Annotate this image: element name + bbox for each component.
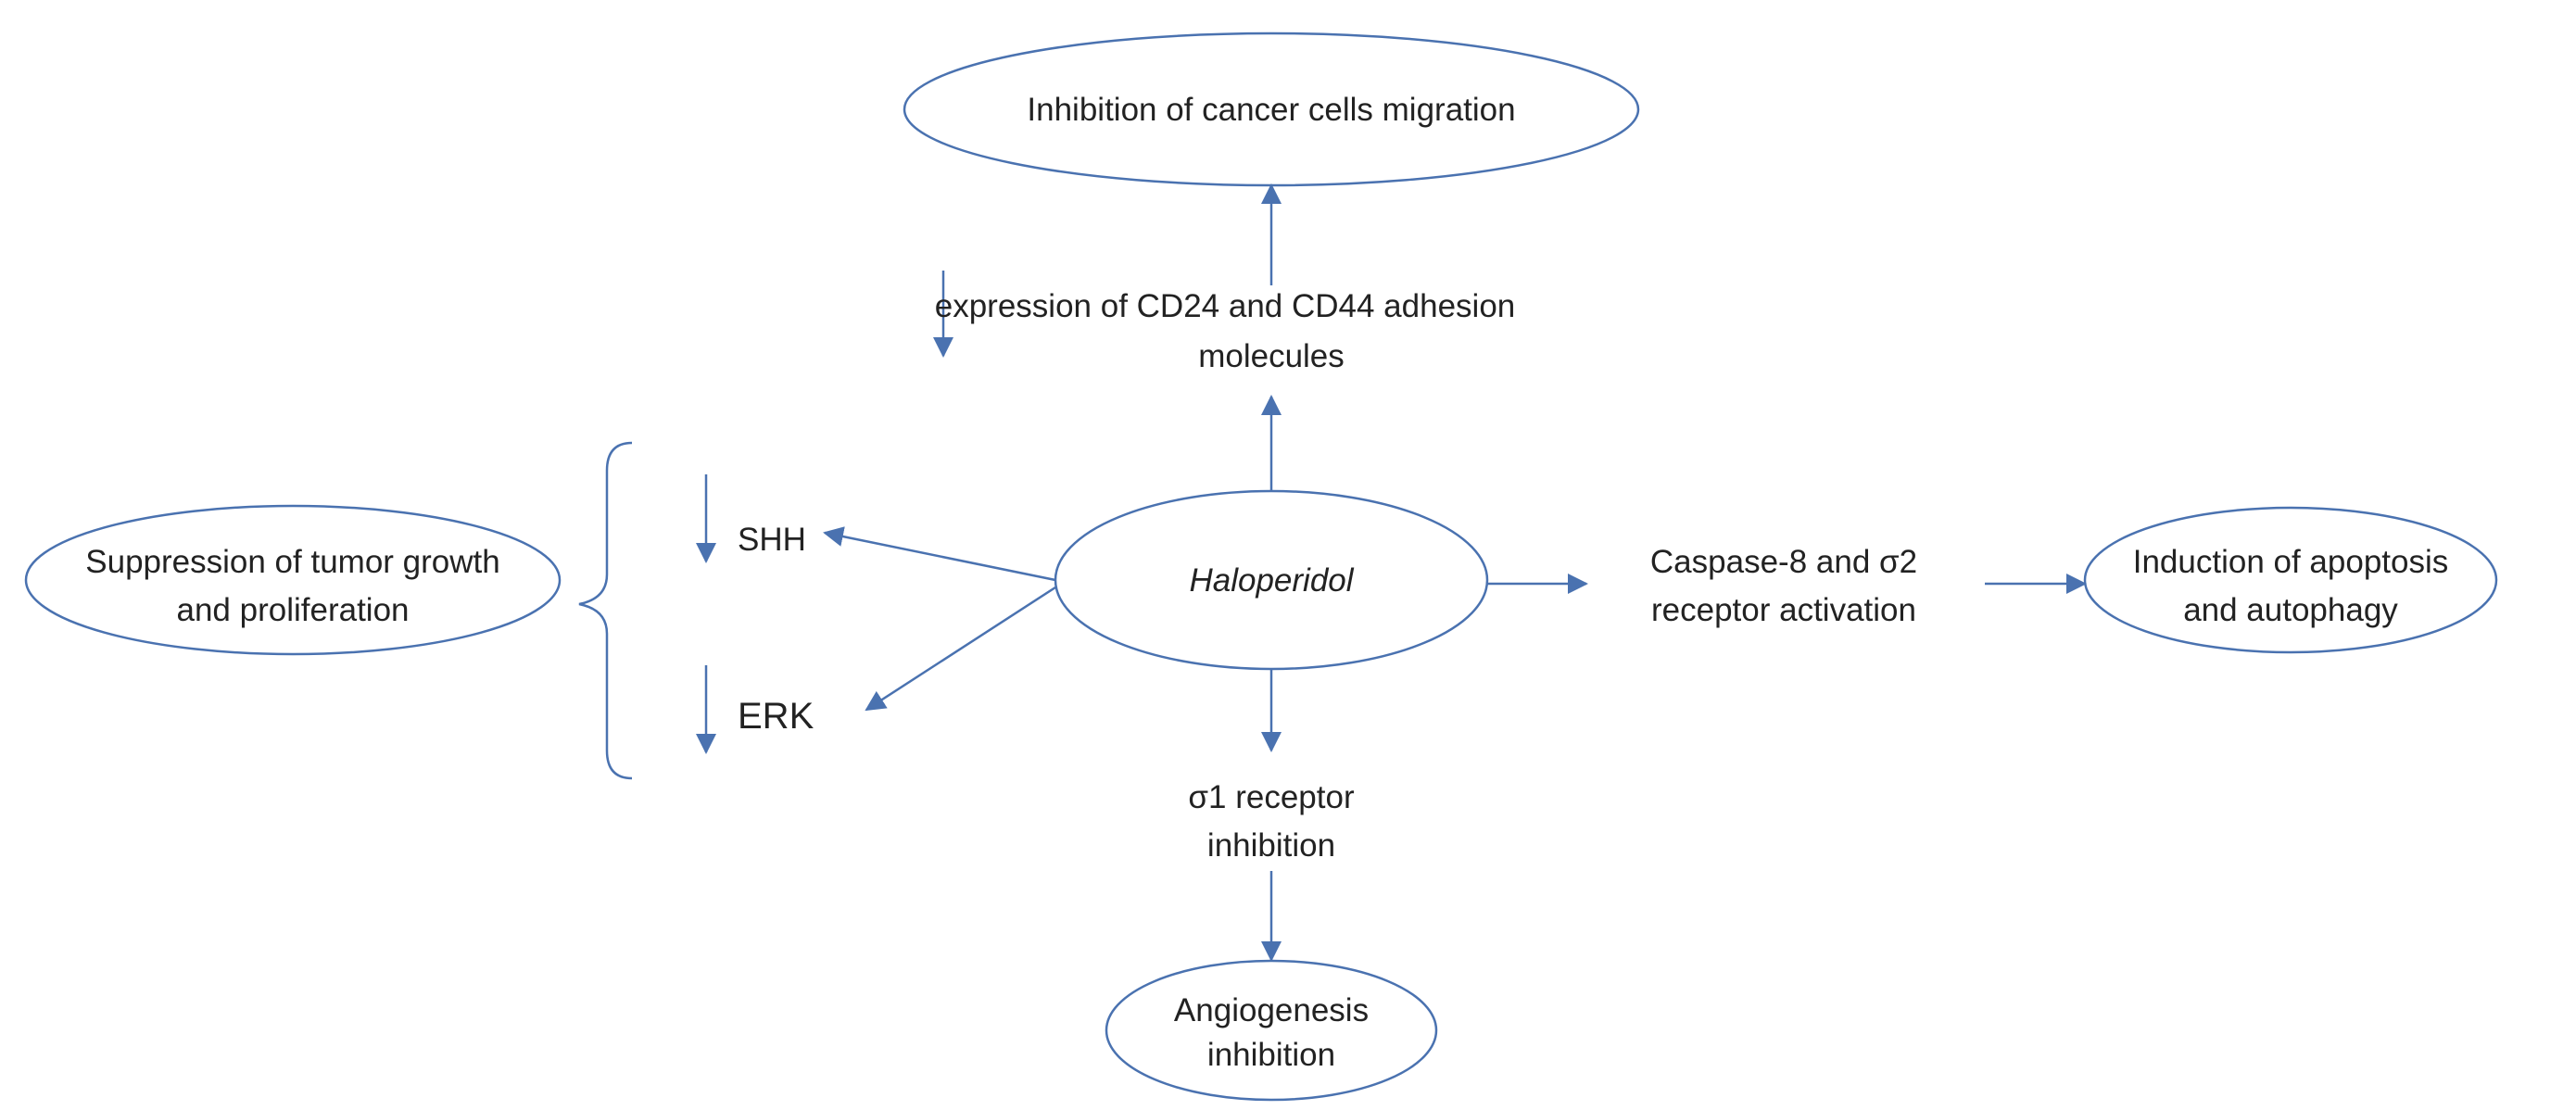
- angiogenesis-label-line2: inhibition: [1207, 1037, 1335, 1073]
- group-bracket: [578, 441, 633, 780]
- apoptosis-label-line1: Induction of apoptosis: [2133, 544, 2449, 580]
- suppression-label-line1: Suppression of tumor growth: [85, 544, 499, 580]
- adhesion-label-line2: molecules: [1198, 338, 1345, 374]
- adhesion-label-line1: expression of CD24 and CD44 adhesion: [935, 288, 1516, 324]
- erk-label: ERK: [738, 696, 814, 737]
- angiogenesis-ellipse: [1105, 959, 1438, 1102]
- sigma1-label-line1: σ1 receptor: [1188, 779, 1355, 815]
- suppression-label-line2: and proliferation: [177, 592, 410, 628]
- arrow-to-erk: [865, 586, 1056, 712]
- apoptosis-ellipse: [2083, 506, 2498, 654]
- angiogenesis-label-line1: Angiogenesis: [1174, 992, 1369, 1028]
- caspase-label-line2: receptor activation: [1651, 592, 1916, 628]
- caspase-label-line1: Caspase-8 and σ2: [1650, 544, 1917, 580]
- shh-label: SHH: [738, 522, 806, 558]
- sigma1-label-line2: inhibition: [1207, 827, 1335, 864]
- suppression-ellipse: [24, 504, 562, 656]
- haloperidol-label: Haloperidol: [1189, 562, 1354, 599]
- arrow-to-shh: [823, 526, 1056, 582]
- migration-label: Inhibition of cancer cells migration: [1027, 92, 1515, 128]
- apoptosis-label-line2: and autophagy: [2183, 592, 2398, 628]
